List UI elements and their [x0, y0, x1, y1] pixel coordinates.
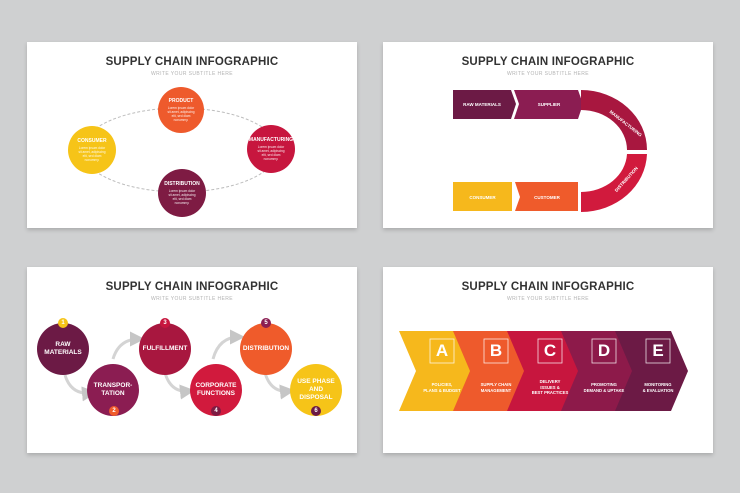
panel-title: SUPPLY CHAIN INFOGRAPHIC	[461, 281, 635, 293]
step-number-badge: 1	[58, 318, 68, 328]
letter-box-b	[483, 338, 509, 364]
node-corporate-functions: CORPORATE FUNCTIONS	[190, 364, 242, 416]
step-customer-label: CUSTOMER	[534, 194, 560, 200]
node-distribution: DISTRIBUTION	[240, 323, 292, 375]
step-raw-materials-label: RAW MATERIALS	[463, 101, 501, 107]
u-flow-shapes	[453, 90, 647, 213]
node-raw-materials: RAW MATERIALS	[37, 323, 89, 375]
panel-u-flow: SUPPLY CHAIN INFOGRAPHIC WRITE YOUR SUBT…	[383, 42, 713, 228]
panel-subtitle: WRITE YOUR SUBTITLE HERE	[506, 71, 590, 77]
chevron-label: DELIVERY ISSUES & BEST PRACTICES	[531, 379, 569, 395]
node-transportation: TRANSPOR- TATION	[87, 364, 139, 416]
step-number-badge: 3	[160, 318, 170, 328]
step-consumer-shape	[453, 182, 512, 211]
chevron-label: SUPPLY CHAIN MANAGEMENT	[480, 382, 512, 393]
node-label: DISTRIBUTION	[242, 345, 290, 352]
node-desc: Lorem ipsum dolor sit amet, adipiscing e…	[78, 146, 106, 162]
panel-subtitle: WRITE YOUR SUBTITLE HERE	[506, 296, 590, 302]
node-desc: Lorem ipsum dolor sit amet, adipiscing e…	[168, 189, 196, 205]
letter-box-e	[645, 338, 671, 364]
step-consumer-label: CONSUMER	[469, 194, 496, 200]
panel-chevrons: SUPPLY CHAIN INFOGRAPHIC WRITE YOUR SUBT…	[383, 267, 713, 453]
step-supplier-shape	[514, 90, 583, 119]
chevron-letter: A	[435, 341, 449, 360]
letter-box-a	[429, 338, 455, 364]
node-consumer: CONSUMER Lorem ipsum dolor sit amet, adi…	[68, 126, 116, 174]
chevron-letter: E	[652, 341, 664, 360]
node-distribution: DISTRIBUTION Lorem ipsum dolor sit amet,…	[158, 169, 206, 217]
step-number-badge: 6	[311, 406, 321, 416]
node-desc: Lorem ipsum dolor sit amet, adipiscing e…	[257, 145, 285, 161]
node-label: USE PHASE AND DISPOSAL	[297, 378, 335, 401]
node-product: PRODUCT Lorem ipsum dolor sit amet, adip…	[158, 87, 204, 133]
step-number-badge: 4	[211, 406, 221, 416]
step-number-badge: 2	[109, 406, 119, 416]
panel-title: SUPPLY CHAIN INFOGRAPHIC	[105, 56, 279, 68]
panel-subtitle: WRITE YOUR SUBTITLE HERE	[150, 71, 234, 77]
step-distribution-shape	[581, 154, 647, 213]
panel-title: SUPPLY CHAIN INFOGRAPHIC	[461, 56, 635, 68]
node-fulfillment: FULFILLMENT	[139, 323, 191, 375]
step-manufacturing-shape	[581, 90, 647, 150]
chevron-label: POLICIES, PLANS & BUDGET	[423, 382, 461, 393]
panel-cycle: SUPPLY CHAIN INFOGRAPHIC WRITE YOUR SUBT…	[27, 42, 357, 228]
node-title: PRODUCT	[168, 98, 194, 104]
node-title: CONSUMER	[77, 138, 107, 144]
chevron-label: PROMOTING DEMAND & UPTAKE	[583, 382, 625, 393]
node-title: DISTRIBUTION	[164, 181, 200, 187]
node-label: RAW MATERIALS	[44, 341, 82, 356]
chevron-label: MONITORING & EVALUATION	[642, 382, 674, 393]
node-label: TRANSPOR- TATION	[93, 382, 133, 397]
step-number-badge: 5	[261, 318, 271, 328]
step-raw-materials-shape	[453, 90, 516, 119]
step-customer-shape	[515, 182, 578, 211]
panel-title: SUPPLY CHAIN INFOGRAPHIC	[105, 281, 279, 293]
panel-process-circles: SUPPLY CHAIN INFOGRAPHIC WRITE YOUR SUBT…	[27, 267, 357, 453]
node-label: CORPORATE FUNCTIONS	[195, 382, 237, 397]
node-label: FULFILLMENT	[142, 345, 188, 352]
node-desc: Lorem ipsum dolor sit amet, adipiscing e…	[167, 106, 195, 122]
node-title: MANUFACTURING	[248, 137, 294, 143]
letter-box-c	[537, 338, 563, 364]
step-supplier-label: SUPPLIER	[537, 101, 561, 107]
panel-subtitle: WRITE YOUR SUBTITLE HERE	[150, 296, 234, 302]
node-manufacturing: MANUFACTURING Lorem ipsum dolor sit amet…	[247, 125, 295, 173]
letter-box-d	[591, 338, 617, 364]
chevron-letter: B	[489, 341, 503, 360]
chevron-letter: C	[543, 341, 557, 360]
chevron-letter: D	[597, 341, 611, 360]
chevron-shapes	[399, 331, 688, 411]
